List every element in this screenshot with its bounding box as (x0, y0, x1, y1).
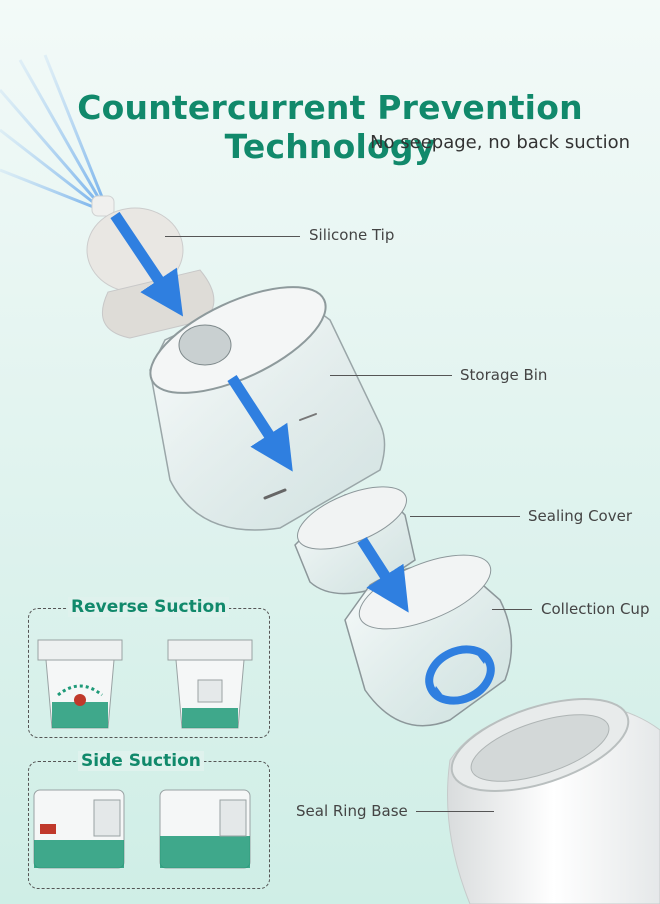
side-suction-illustrations (33, 789, 251, 869)
side-suction-panel (28, 761, 270, 889)
seal-ring-base-label: Seal Ring Base (296, 802, 408, 820)
sealing-cover-leader-line (410, 516, 520, 517)
collection-cup-label: Collection Cup (541, 600, 650, 618)
reverse-suction-panel (28, 608, 270, 738)
page-subtitle: No seepage, no back suction (370, 132, 630, 153)
silicone-tip-leader-line (165, 236, 300, 237)
storage-bin-label: Storage Bin (460, 366, 548, 384)
spray-effect (0, 54, 106, 210)
reverse-suction-illustrations (37, 639, 253, 729)
storage-bin-part (149, 286, 386, 531)
storage-bin-leader-line (330, 375, 452, 376)
sealing-cover-label: Sealing Cover (528, 507, 632, 525)
flow-arrows (110, 211, 409, 613)
silicone-tip-label: Silicone Tip (309, 226, 395, 244)
side-suction-title: Side Suction (78, 751, 204, 771)
collection-cup-leader-line (492, 609, 532, 610)
page-title: Countercurrent Prevention Technology (77, 88, 583, 166)
reverse-suction-title: Reverse Suction (68, 597, 230, 617)
seal-ring-base-part (447, 698, 660, 904)
seal-ring-base-leader-line (416, 811, 494, 812)
